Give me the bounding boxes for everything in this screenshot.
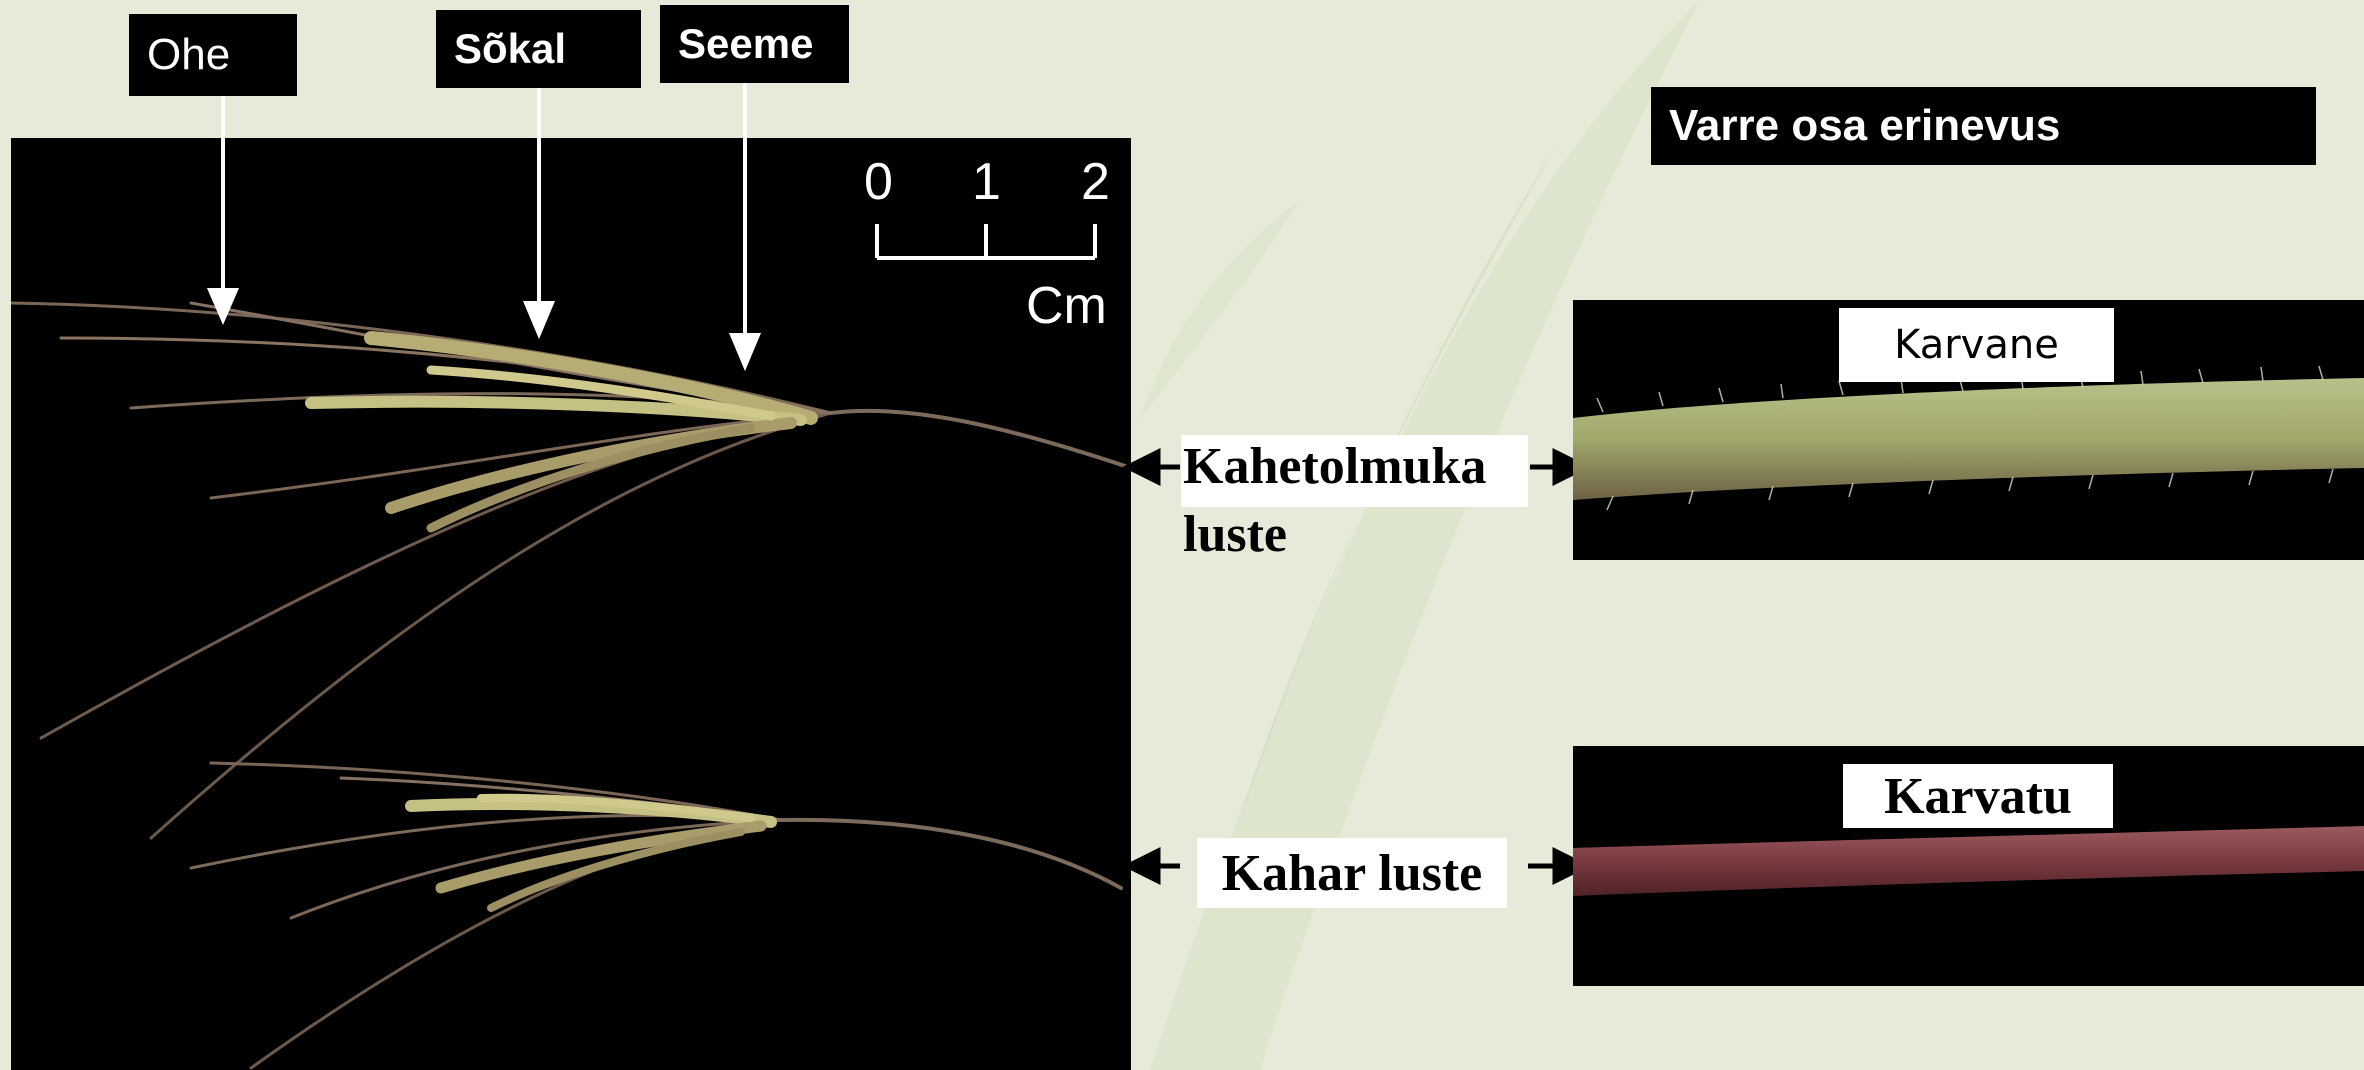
label-ohe: Ohe — [129, 14, 297, 96]
grass-spikes-drawing — [11, 138, 1131, 1070]
grass-spike-photo: 0 1 2 Cm — [11, 138, 1131, 1070]
label-ohe-text: Ohe — [147, 30, 230, 80]
label-karvatu-text: Karvatu — [1884, 767, 2072, 826]
upper-spike — [11, 303, 1131, 838]
stem-photo-karvane: Karvane — [1573, 300, 2364, 560]
label-sokal-text: Sõkal — [454, 25, 566, 73]
label-kahar-box: Kahar luste — [1197, 838, 1507, 908]
label-seeme-text: Seeme — [678, 20, 813, 68]
scale-tick-1: 1 — [972, 152, 1001, 212]
label-kahetolmuka-line2: luste — [1183, 505, 1287, 564]
scale-tick-0: 0 — [864, 152, 893, 212]
lower-spike — [191, 763, 1121, 1068]
label-seeme: Seeme — [660, 5, 849, 83]
title-varre-osa: Varre osa erinevus — [1651, 87, 2316, 165]
scale-unit: Cm — [1026, 276, 1107, 336]
label-kahar-text: Kahar luste — [1222, 844, 1483, 903]
label-karvane-box: Karvane — [1839, 308, 2114, 382]
stem-photo-karvatu: Karvatu — [1573, 746, 2364, 986]
label-karvatu-box: Karvatu — [1843, 764, 2113, 828]
scale-tick-2: 2 — [1081, 152, 1110, 212]
title-varre-osa-text: Varre osa erinevus — [1669, 101, 2060, 151]
label-sokal: Sõkal — [436, 10, 641, 88]
label-karvane-text: Karvane — [1894, 322, 2059, 368]
label-kahetolmuka-line1: Kahetolmuka — [1183, 437, 1486, 496]
scale-bar — [877, 224, 1095, 258]
